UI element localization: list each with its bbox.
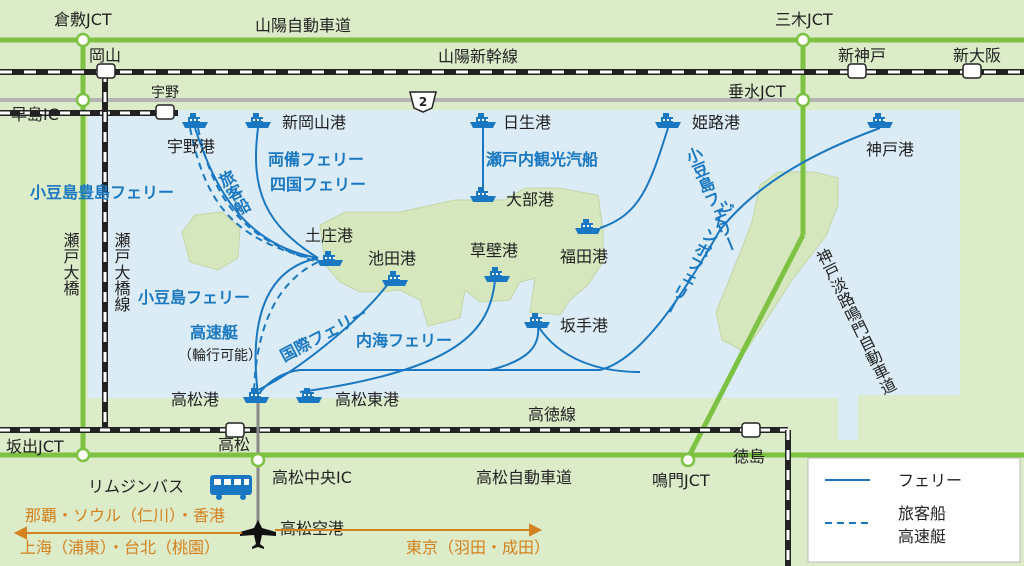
label-miki-jct: 三木JCT (775, 10, 833, 29)
label-uno-station: 宇野 (151, 85, 179, 101)
label-himeji-port: 姫路港 (692, 113, 740, 132)
label-naruto-jct: 鳴門JCT (652, 471, 710, 490)
label-tokushima-station: 徳島 (733, 447, 765, 466)
label-tonosho-port: 土庄港 (305, 226, 353, 245)
ferry-routes (194, 127, 881, 396)
label-seto-ohashi-line: 瀬戸大橋線 (112, 232, 131, 312)
label-kotoku-line: 高徳線 (528, 405, 576, 424)
label-sanyo-shinkansen: 山陽新幹線 (438, 47, 518, 66)
label-kurashiki-jct: 倉敷JCT (54, 10, 112, 29)
label-shin-okayama-port: 新岡山港 (282, 113, 346, 132)
label-hinase-port: 日生港 (503, 113, 551, 132)
label-seto-ohashi: 瀬戸大橋 (61, 232, 80, 297)
flight-arrows (13, 523, 543, 540)
label-tarumi-jct: 垂水JCT (728, 82, 786, 101)
svg-text:2: 2 (419, 95, 427, 109)
legend-ryokyakusen-label: 旅客船 (898, 504, 946, 523)
legend: フェリー 旅客船 高速艇 (807, 457, 1021, 563)
bus-icon (210, 475, 252, 500)
highways (0, 37, 1024, 460)
label-okayama: 岡山 (89, 46, 121, 65)
station-boxes (96, 63, 982, 438)
junction-markers (75, 32, 811, 468)
legend-ferry-label: フェリー (898, 471, 962, 490)
label-takamatsu-port: 高松港 (171, 390, 219, 409)
passenger-routes (189, 127, 319, 396)
island-awaji (715, 171, 839, 353)
label-shodoshima-teshima-ferry: 小豆島豊島フェリー (30, 183, 174, 202)
label-kosokutei: 高速艇 (190, 323, 239, 342)
label-domestic-routes: 東京（羽田・成田） (406, 538, 550, 557)
label-sanyo-expressway: 山陽自動車道 (255, 16, 351, 35)
label-shodoshima-ferry-west: 小豆島フェリー (138, 288, 250, 307)
island-teshima (181, 211, 241, 271)
label-shin-kobe: 新神戸 (838, 46, 886, 65)
label-ikeda-port: 池田港 (368, 249, 416, 268)
airplane-icon (240, 520, 276, 549)
label-takamatsu-chuo-ic: 高松中央IC (272, 468, 352, 487)
label-takamatsu-station: 高松 (218, 435, 250, 454)
label-uno-port: 宇野港 (167, 137, 215, 156)
label-ryobi-ferry: 両備フェリー (268, 150, 364, 169)
label-takamatsu-higashi-port: 高松東港 (335, 390, 399, 409)
island-shodoshima (319, 187, 604, 327)
label-intl-routes-2: 上海（浦東）・台北（桃園） (20, 538, 220, 557)
sea-strait (838, 392, 858, 440)
label-limousine-bus: リムジンバス (88, 477, 184, 496)
label-naikai-ferry: 内海フェリー (356, 331, 452, 350)
label-setonai-kanko: 瀬戸内観光汽船 (486, 150, 598, 169)
label-rinko-kanou: （輪行可能） (178, 347, 262, 364)
label-sakaide-jct: 坂出JCT (6, 437, 64, 456)
label-kobe-port: 神戸港 (866, 140, 914, 159)
label-obe-port: 大部港 (506, 190, 554, 209)
label-fukuda-port: 福田港 (560, 247, 608, 266)
route-2-shield: 2 (409, 91, 437, 113)
label-kusakabe-port: 草壁港 (470, 241, 518, 260)
label-hayashima-ic: 早島IC (11, 105, 59, 124)
label-takamatsu-airport: 高松空港 (280, 519, 344, 538)
label-shikoku-ferry: 四国フェリー (270, 175, 366, 194)
legend-kosokutei-label: 高速艇 (898, 527, 946, 546)
label-sakate-port: 坂手港 (560, 316, 608, 335)
label-intl-routes-1: 那覇・ソウル（仁川）・香港 (25, 506, 225, 525)
label-takamatsu-expressway: 高松自動車道 (476, 468, 572, 487)
label-shin-osaka: 新大阪 (953, 46, 1001, 65)
